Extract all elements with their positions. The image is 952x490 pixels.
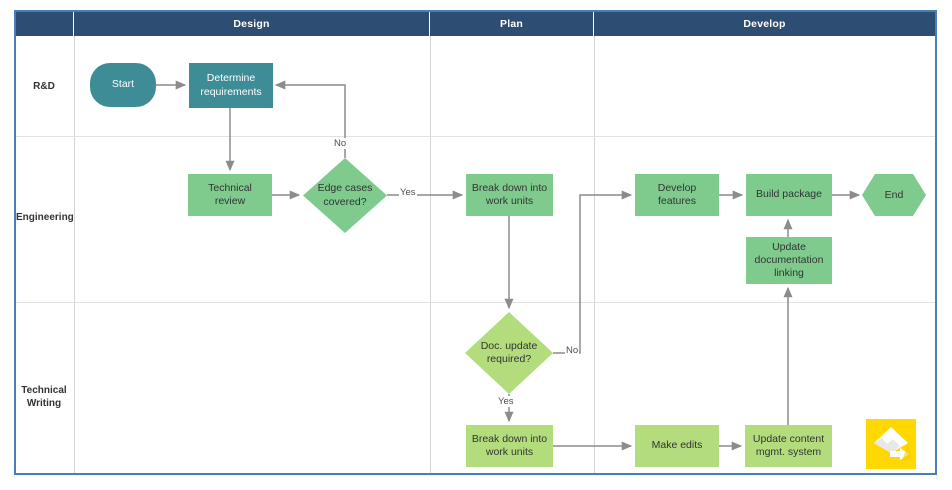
node-breakdown2-line2: work units — [485, 446, 534, 458]
lucidchart-logo-icon[interactable] — [866, 419, 916, 469]
node-edge-cases-covered[interactable]: Edge cases covered? — [303, 158, 387, 233]
node-make-edits[interactable]: Make edits — [635, 425, 719, 467]
node-updatedoclink-line3: linking — [774, 267, 804, 280]
lucidchart-glyph — [874, 427, 912, 461]
node-determine-line1: Determine — [206, 72, 256, 85]
column-header-band: Design Plan Develop — [16, 12, 935, 36]
node-updatecms-line1: Update content — [752, 432, 825, 445]
node-devfeatures-line1: Develop — [657, 181, 697, 194]
edge-label-docupdate-yes: Yes — [497, 396, 515, 407]
node-docupdate-line2: required? — [486, 353, 532, 365]
edge-label-edgecases-yes: Yes — [399, 187, 417, 198]
node-updatedoclink-line1: Update — [772, 240, 806, 253]
node-doc-update-required[interactable]: Doc. update required? — [465, 312, 553, 394]
node-end-label: End — [884, 189, 904, 201]
decision-diamond-shape — [465, 312, 553, 394]
node-breakdown-work-units-techwriting[interactable]: Break down into work units — [466, 425, 553, 467]
lane-divider-rnd-engineering — [16, 136, 935, 137]
node-update-documentation-linking[interactable]: Update documentation linking — [746, 237, 832, 284]
node-edgecases-line1: Edge cases — [317, 182, 373, 195]
node-docupdate-line1: Doc. update — [480, 339, 538, 352]
lane-label-rnd[interactable]: R&D — [33, 81, 55, 92]
node-breakdown2-line1: Break down into — [471, 432, 548, 445]
node-breakdown1-line1: Break down into — [471, 181, 548, 194]
lane-label-engineering[interactable]: Engineering — [16, 212, 74, 223]
node-technical-review[interactable]: Technical review — [188, 174, 272, 216]
node-develop-features[interactable]: Develop features — [635, 174, 719, 216]
node-edgecases-line2: covered? — [323, 195, 367, 208]
column-divider-labelcol — [74, 36, 75, 473]
node-breakdown-work-units-plan[interactable]: Break down into work units — [466, 174, 553, 216]
edge-label-docupdate-no: No — [565, 345, 580, 356]
node-update-content-mgmt-system[interactable]: Update content mgmt. system — [745, 425, 832, 467]
node-techreview-line2: review — [214, 195, 246, 207]
column-header-develop[interactable]: Develop — [594, 12, 935, 36]
node-determine-line2: requirements — [200, 85, 262, 98]
terminator-hexagon-shape — [862, 174, 926, 216]
node-updatecms-line2: mgmt. system — [755, 446, 822, 458]
edge-label-edgecases-no: No — [333, 138, 348, 149]
node-determine-requirements[interactable]: Determine requirements — [189, 63, 273, 108]
column-divider-design-plan — [430, 36, 431, 473]
node-end[interactable]: End — [862, 174, 926, 216]
node-techreview-line1: Technical — [208, 181, 252, 194]
lane-label-technical-writing[interactable]: Technical Writing — [21, 385, 67, 409]
lane-divider-engineering-techwriting — [16, 302, 935, 303]
column-header-plan[interactable]: Plan — [430, 12, 594, 36]
node-devfeatures-line2: features — [658, 195, 696, 207]
decision-diamond-shape — [303, 158, 387, 233]
node-updatedoclink-line2: documentation — [754, 253, 824, 266]
node-build-package[interactable]: Build package — [746, 174, 832, 216]
column-header-design[interactable]: Design — [74, 12, 430, 36]
node-start[interactable]: Start — [90, 63, 156, 107]
node-breakdown1-line2: work units — [485, 195, 534, 207]
header-corner-cell — [16, 12, 74, 36]
